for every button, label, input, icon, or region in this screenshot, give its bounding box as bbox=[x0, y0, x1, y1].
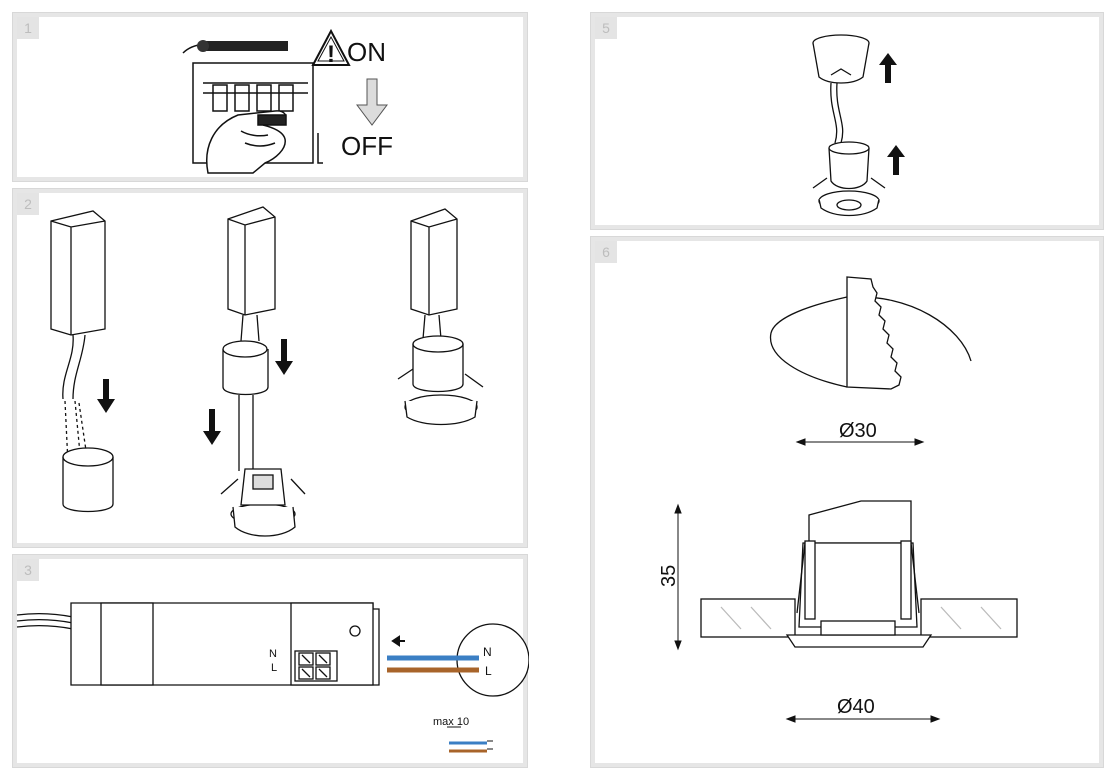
warning-icon: ! bbox=[311, 28, 351, 68]
step-number: 3 bbox=[17, 559, 39, 581]
terminal-n-label: N bbox=[269, 648, 277, 660]
cable-bar bbox=[203, 41, 288, 51]
converter-cap-1 bbox=[62, 447, 114, 513]
step-number: 6 bbox=[595, 241, 617, 263]
down-arrow-icon bbox=[356, 78, 388, 126]
driver-unit-3 bbox=[410, 208, 458, 340]
terminal-block bbox=[294, 650, 338, 682]
ceiling-board-left bbox=[700, 598, 796, 638]
converter-cap-2 bbox=[222, 340, 269, 471]
assembly-illustration bbox=[50, 206, 484, 537]
removal-illustration bbox=[812, 34, 905, 217]
up-arrow-icon bbox=[887, 145, 905, 175]
arrows bbox=[97, 339, 293, 445]
step-5-panel: 5 bbox=[590, 12, 1104, 230]
step-number: 2 bbox=[17, 193, 39, 215]
down-arrow-icon bbox=[203, 409, 221, 445]
driver-cap bbox=[812, 34, 870, 84]
driver-unit-1 bbox=[50, 210, 106, 400]
wiring-illustration: N L N L max 10 bbox=[16, 602, 529, 753]
step-number: 1 bbox=[17, 17, 39, 39]
hole-saw bbox=[846, 276, 902, 390]
svg-text:!: ! bbox=[327, 41, 335, 68]
outer-dimension bbox=[785, 715, 941, 723]
mains-cable bbox=[16, 613, 74, 630]
cutout-dimension bbox=[795, 438, 925, 446]
driver-unit-2 bbox=[227, 206, 276, 342]
recessed-light-section bbox=[785, 500, 933, 648]
wire-l-label: L bbox=[485, 664, 492, 678]
stripped-wire-icon bbox=[449, 740, 493, 753]
recessed-light bbox=[812, 141, 886, 217]
strip-length-label: max 10 bbox=[433, 716, 469, 728]
depth-label: 35 bbox=[658, 565, 680, 587]
ceiling-board-right bbox=[920, 598, 1018, 638]
recessed-light-2 bbox=[220, 468, 306, 537]
hand-illustration bbox=[206, 110, 287, 174]
up-arrow-icon bbox=[879, 53, 897, 83]
step-1-panel: 1 ! ON OFF bbox=[12, 12, 528, 182]
cable-end bbox=[197, 40, 209, 52]
on-label: ON bbox=[347, 37, 386, 67]
step-6-panel: 6 Ø30 bbox=[590, 236, 1104, 768]
wire-n-label: N bbox=[483, 645, 492, 659]
off-label: OFF bbox=[341, 131, 393, 161]
down-arrow-icon bbox=[275, 339, 293, 375]
step-number: 5 bbox=[595, 17, 617, 39]
cutout-diameter-label: Ø30 bbox=[839, 420, 877, 442]
step-2-panel: 2 bbox=[12, 188, 528, 548]
left-arrow-icon bbox=[391, 635, 405, 647]
power-off-illustration: ! ON OFF bbox=[182, 28, 393, 174]
depth-dimension bbox=[674, 503, 682, 651]
dimensions-illustration: Ø30 35 bbox=[658, 276, 1018, 723]
step-3-panel: 3 N L N L max 10 bbox=[12, 554, 529, 768]
terminal-l-label: L bbox=[271, 662, 277, 674]
down-arrow-icon bbox=[97, 379, 115, 413]
assembled-light-3 bbox=[397, 335, 484, 426]
outer-diameter-label: Ø40 bbox=[837, 696, 875, 718]
connection-wire bbox=[830, 82, 844, 144]
